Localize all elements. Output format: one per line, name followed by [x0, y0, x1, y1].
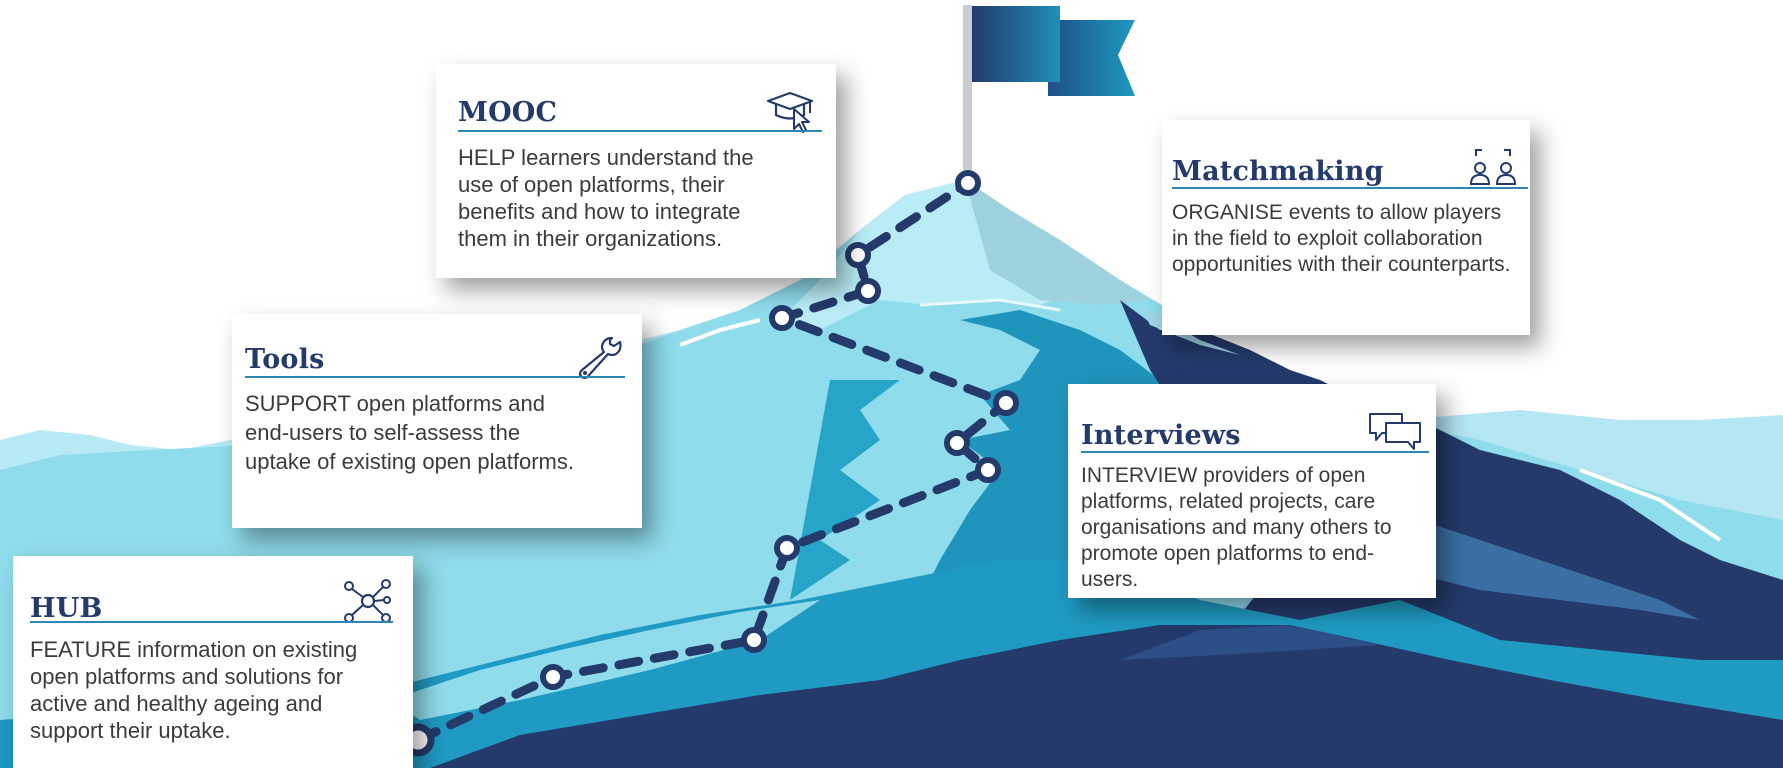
base-navy [430, 625, 1783, 768]
hub-network-icon [343, 578, 393, 624]
hub-title: HUB [30, 593, 103, 624]
matchmaking-body: ORGANISE events to allow players in the … [1172, 201, 1511, 276]
flag-pole [963, 5, 972, 180]
mid-crevasse [520, 310, 1200, 768]
tools-card: Tools SUPPORT open platforms and end-use… [232, 314, 642, 528]
trail-stop [540, 664, 566, 690]
snow-highlight-1 [679, 318, 761, 347]
hub-rule [30, 621, 393, 623]
tools-body: SUPPORT open platforms and end-users to … [245, 391, 574, 474]
mooc-body: HELP learners understand the use of open… [458, 145, 754, 251]
people-network-icon [1468, 146, 1518, 190]
trail-stop [774, 535, 800, 561]
tools-rule [245, 376, 625, 378]
left-crevasse [790, 380, 900, 600]
tools-title: Tools [245, 344, 325, 375]
interviews-body: INTERVIEW providers of open platforms, r… [1081, 464, 1392, 591]
trail-stop [845, 242, 871, 268]
trail-stop [741, 627, 767, 653]
trail-stop [955, 170, 981, 196]
interviews-title: Interviews [1081, 420, 1241, 451]
trail-stop [975, 457, 1001, 483]
mooc-title: MOOC [458, 97, 558, 128]
hub-body: FEATURE information on existing open pla… [30, 637, 358, 743]
wrench-icon [574, 334, 622, 380]
matchmaking-rule [1172, 187, 1528, 189]
trail-stop [993, 390, 1019, 416]
peak-right-face [965, 180, 1150, 305]
mooc-rule [458, 130, 822, 132]
snow-highlight-3 [1579, 468, 1722, 542]
matchmaking-title: Matchmaking [1172, 156, 1384, 187]
mooc-card: MOOC HELP learners understand the use of… [436, 64, 836, 278]
trail-stop [944, 430, 970, 456]
base-navy-peak [1120, 625, 1380, 660]
interviews-card: Interviews INTERVIEW providers of open p… [1068, 384, 1436, 598]
graduation-cap-cursor-icon [764, 89, 816, 133]
trail-stop [769, 305, 795, 331]
flag-front [972, 6, 1060, 82]
matchmaking-card: Matchmaking ORGANISE events to allow pla… [1162, 120, 1530, 335]
interviews-rule [1081, 451, 1429, 453]
foothill-light [390, 600, 820, 720]
chat-bubbles-icon [1368, 411, 1422, 451]
trail-stop [855, 278, 881, 304]
flag-back [1048, 20, 1135, 96]
hub-card: HUB FEATURE information on existing open… [13, 556, 413, 768]
snow-highlight-2 [919, 298, 1061, 312]
